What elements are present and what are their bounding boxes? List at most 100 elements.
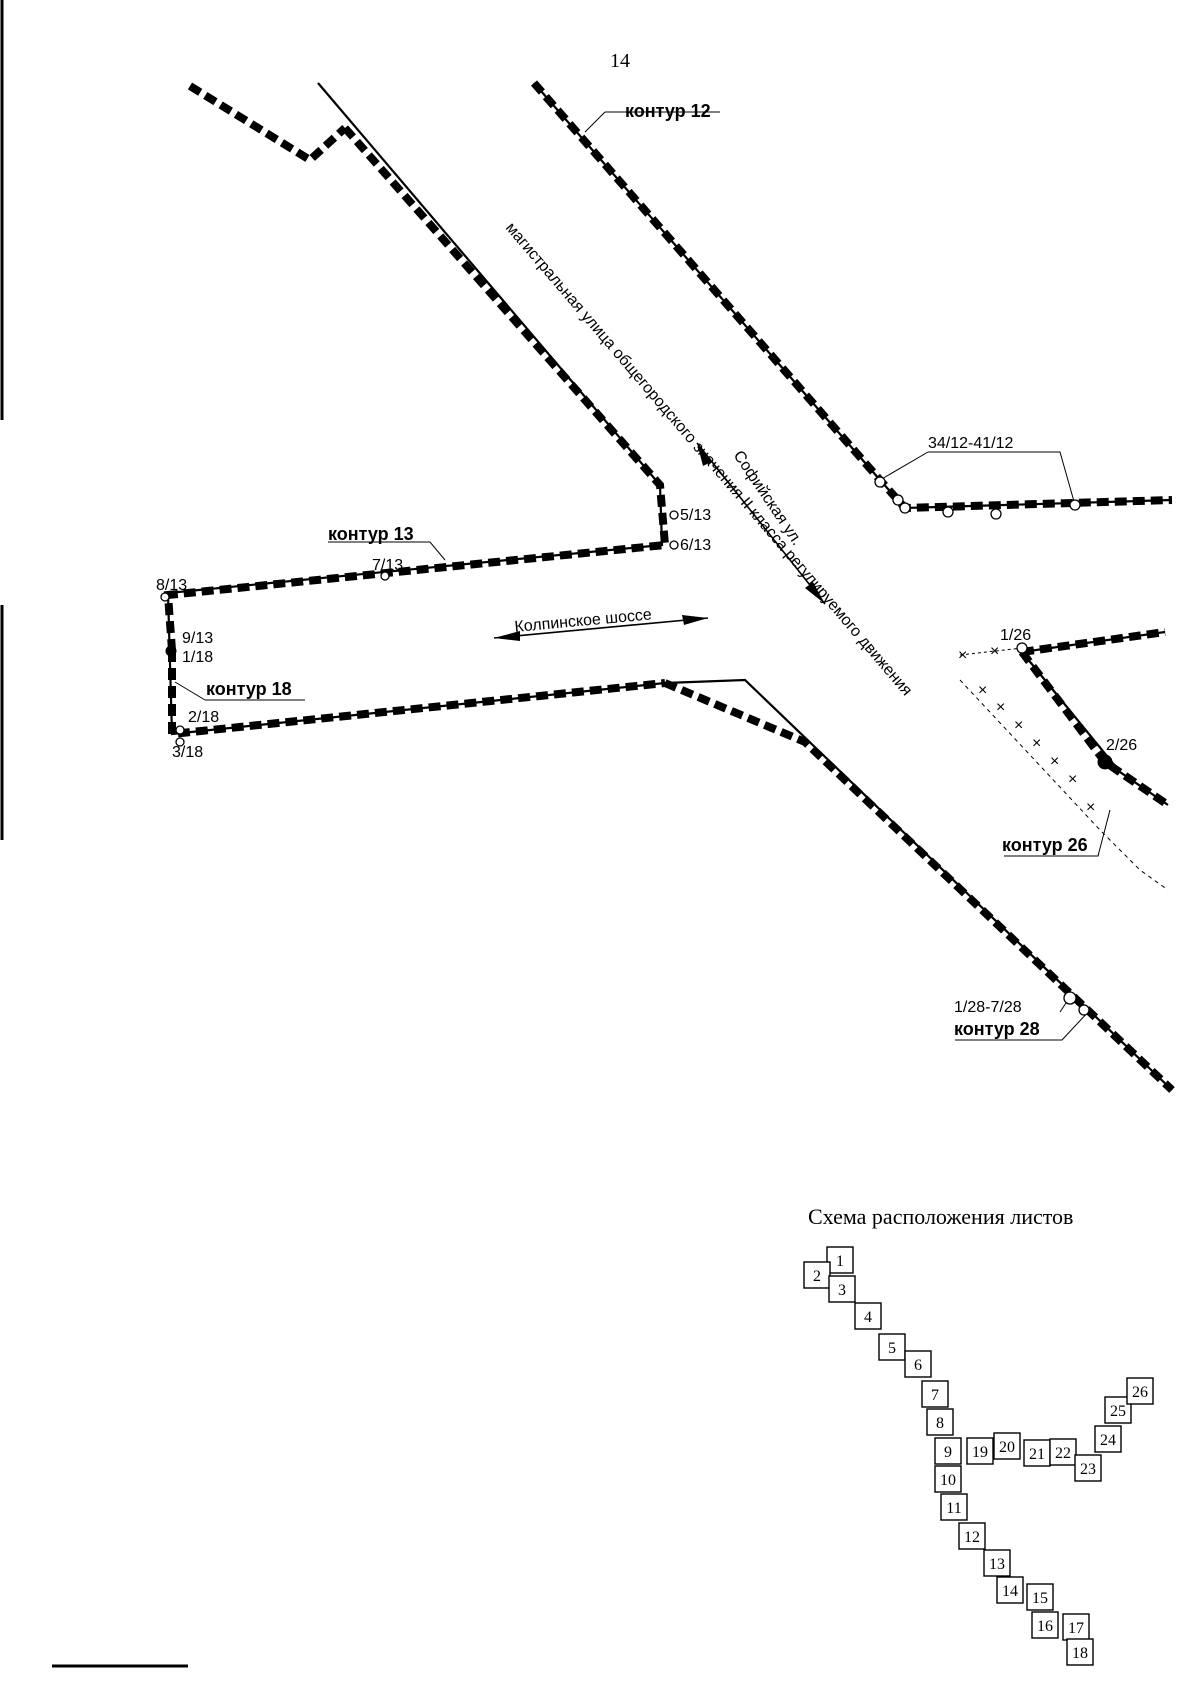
label-point-34-41-12: 34/12-41/12 [928, 435, 1014, 452]
sheet-number-16: 16 [1037, 1618, 1053, 1635]
page-number: 14 [610, 50, 630, 72]
label-point-2-26: 2/26 [1106, 737, 1137, 754]
label-point-1-18: 1/18 [182, 649, 213, 666]
arrow-sofiyskaya-line [696, 442, 826, 605]
sheet-number-21: 21 [1029, 1446, 1045, 1463]
sheet-box-15 [1026, 1583, 1054, 1611]
sheet-box-1 [826, 1246, 854, 1274]
leader-contour-12 [584, 111, 606, 133]
sheet-number-15: 15 [1032, 1590, 1048, 1607]
sheet-box-22 [1049, 1438, 1077, 1466]
point-marker [899, 502, 911, 514]
contour-12-boundary [530, 80, 1173, 513]
point-marker [990, 508, 1002, 520]
sheet-box-7 [921, 1380, 949, 1408]
point-marker-7-28 [1078, 1004, 1090, 1016]
sheet-box-18 [1066, 1638, 1094, 1666]
road-edge-contour-26-diag [1021, 651, 1169, 806]
contour-26-diag-boundary [1018, 649, 1171, 809]
label-point-9-13: 9/13 [182, 630, 213, 647]
contour-26-boundary [1021, 628, 1166, 656]
label-contour-18: контур 18 [206, 679, 292, 699]
label-point-1-28-7-28: 1/28-7/28 [954, 999, 1022, 1016]
cross-mark: × [996, 699, 1005, 716]
sheet-box-9 [934, 1437, 962, 1465]
sheet-number-11: 11 [946, 1500, 961, 1517]
sheet-number-10: 10 [940, 1472, 956, 1489]
point-marker-1-28 [1063, 991, 1077, 1005]
sheet-number-8: 8 [936, 1415, 944, 1432]
sheet-box-13 [983, 1549, 1011, 1577]
sheet-box-19 [966, 1437, 994, 1465]
contour-13-west-boundary [187, 82, 348, 165]
point-marker-2-18 [175, 725, 185, 735]
label-contour-12: контур 12 [625, 101, 711, 121]
leader-lines [174, 111, 1111, 1041]
label-kolpinskoe-highway: Колпинское шоссе [514, 606, 653, 636]
arrow-head-east [682, 615, 708, 625]
arrow-head-north [697, 443, 711, 466]
sheet-number-2: 2 [813, 1268, 821, 1285]
sheet-scheme-title: Схема расположения листов [808, 1204, 1074, 1229]
road-edge-sofiyskaya-east [533, 82, 1173, 510]
sheet-number-1: 1 [836, 1253, 844, 1270]
sheet-number-24: 24 [1100, 1432, 1116, 1449]
sheet-number-26: 26 [1132, 1384, 1148, 1401]
leader-contour-18 [174, 681, 206, 701]
sheet-number-14: 14 [1002, 1583, 1018, 1600]
sheet-box-12 [958, 1522, 986, 1550]
sheet-box-20 [993, 1432, 1021, 1460]
sheet-box-17 [1062, 1613, 1090, 1641]
sheet-box-16 [1031, 1611, 1059, 1639]
cross-mark: × [1014, 717, 1023, 734]
sheet-number-25: 25 [1110, 1403, 1126, 1420]
cross-mark: × [1086, 799, 1095, 816]
point-marker-5-13 [669, 510, 679, 520]
sheet-number-9: 9 [944, 1444, 952, 1461]
sheet-box-11 [940, 1493, 968, 1521]
sheet-box-23 [1074, 1454, 1102, 1482]
leader-34-41-12-b [879, 451, 929, 481]
sheet-box-26 [1126, 1377, 1154, 1405]
point-marker-9-13 [165, 645, 177, 657]
sheet-number-20: 20 [999, 1439, 1015, 1456]
point-marker [1069, 499, 1081, 511]
sheet-number-13: 13 [989, 1556, 1005, 1573]
sheet-box-2 [803, 1261, 831, 1289]
arrow-kolpinskoe-line [493, 617, 709, 639]
point-marker [942, 506, 954, 518]
point-markers [160, 476, 1113, 1016]
arrow-head-south [805, 582, 825, 604]
sheet-number-4: 4 [864, 1309, 872, 1326]
sheet-number-22: 22 [1055, 1445, 1071, 1462]
cross-mark: × [1032, 735, 1041, 752]
sheet-box-4 [854, 1302, 882, 1330]
direction-arrows [493, 442, 826, 641]
cross-mark: × [958, 647, 967, 664]
label-contour-28: контур 28 [954, 1019, 1040, 1039]
leader-34-41-12 [928, 451, 1076, 506]
contour-13-boundary [163, 125, 670, 651]
sheet-box-24 [1094, 1425, 1122, 1453]
leader-contour-13 [328, 541, 446, 561]
sheet-number-5: 5 [888, 1340, 896, 1357]
label-point-5-13: 5/13 [680, 507, 711, 524]
sheet-box-5 [878, 1333, 906, 1361]
sheet-box-10 [934, 1465, 962, 1493]
cross-mark: × [1068, 771, 1077, 788]
sheet-number-7: 7 [931, 1387, 939, 1404]
cross-mark: × [1050, 753, 1059, 770]
sheet-number-23: 23 [1080, 1461, 1096, 1478]
sheet-box-21 [1023, 1439, 1051, 1467]
contour-26-cross-line: × × × × × × × × × [958, 643, 1169, 891]
label-point-8-13: 8/13 [156, 577, 187, 594]
cross-mark: × [990, 643, 999, 660]
point-marker-1-26 [1016, 642, 1028, 654]
label-point-7-13: 7/13 [372, 557, 403, 574]
sheet-box-14 [996, 1576, 1024, 1604]
leader-contour-26 [1004, 809, 1111, 857]
sheet-box-3 [828, 1275, 856, 1303]
label-point-3-18: 3/18 [172, 744, 203, 761]
